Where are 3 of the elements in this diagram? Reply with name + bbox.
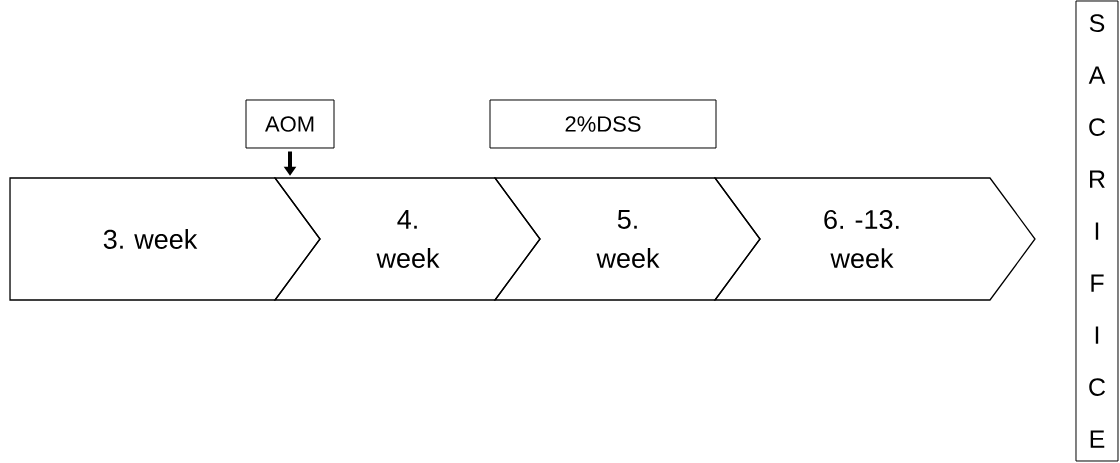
- vertical-text-box: SACRIFICE: [1075, 0, 1119, 462]
- label-box: 2%DSS: [489, 99, 717, 149]
- label-box: AOM: [245, 99, 335, 149]
